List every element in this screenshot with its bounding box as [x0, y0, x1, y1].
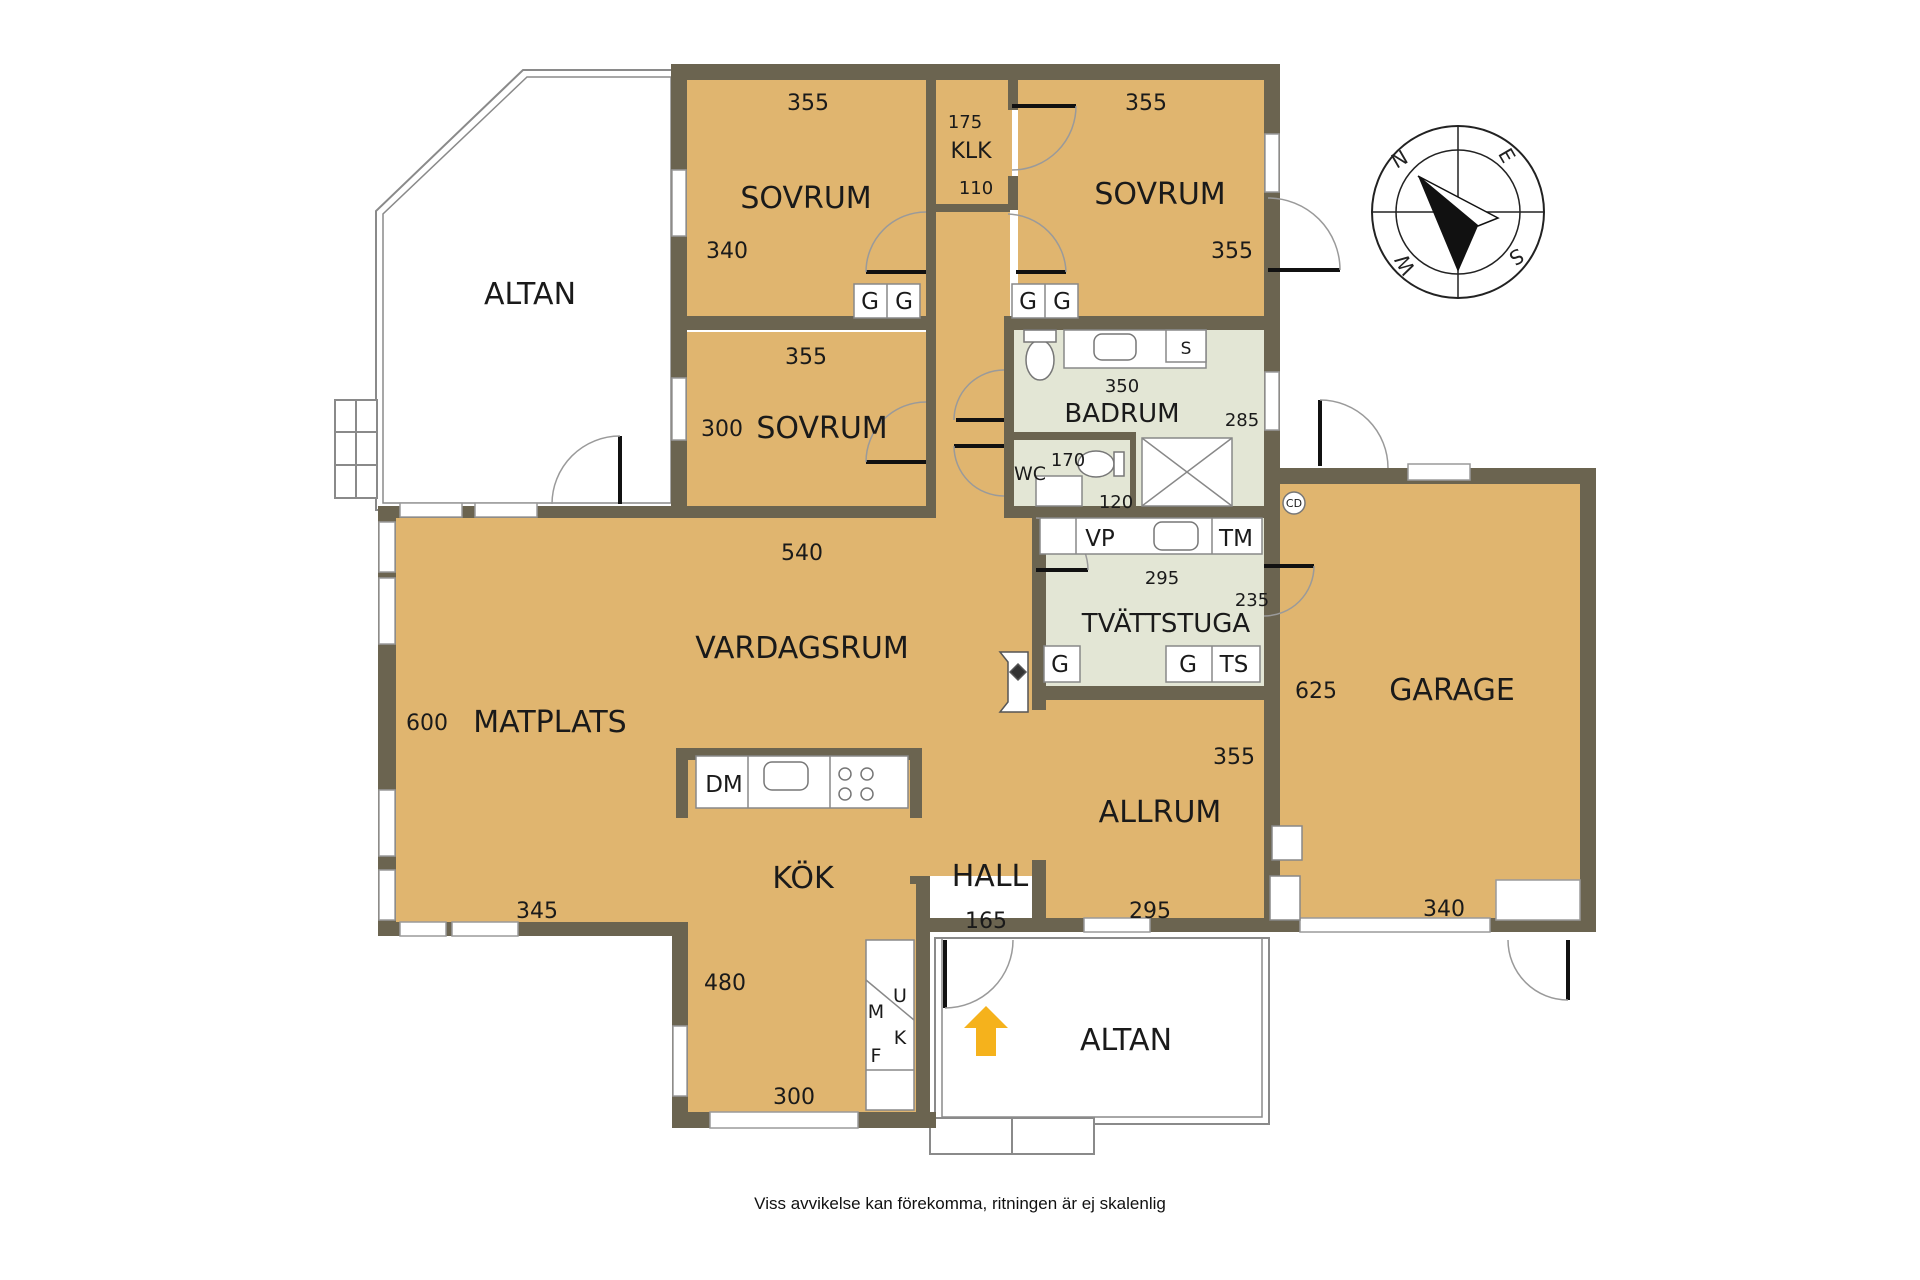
badrum-shelf: [1165, 329, 1207, 363]
kitchen-sink-icon: [763, 761, 809, 791]
fireplace-icon: [998, 651, 1029, 713]
tvatt-sink-icon: [1153, 521, 1199, 551]
entrance-arrow-icon: [964, 1006, 1008, 1056]
floor-klk: [934, 80, 1012, 204]
room-name-altan-left: ALTAN: [484, 277, 576, 312]
fixture-labels: G G G G S VP TM G G TS DM CD U M K F: [705, 289, 1302, 1067]
room-floors: [396, 80, 1592, 1112]
dimension-labels: 355 340 175 110 355 355 355 300 350 285 …: [406, 91, 1465, 1110]
dim-garage-side: 625: [1295, 679, 1337, 704]
wardrobe-label: G: [895, 289, 913, 315]
plumbing: [763, 329, 1306, 801]
floor-living-kitchen: [396, 518, 1266, 1112]
badrum-sink-icon: [1093, 333, 1137, 361]
vp-label: VP: [1085, 526, 1115, 552]
room-name-hall: HALL: [952, 859, 1029, 894]
cd-label: CD: [1286, 497, 1302, 510]
floor-sovrum-top-left: [686, 80, 928, 318]
wc-basin: [1035, 475, 1083, 507]
disclaimer-text: Viss avvikelse kan förekomma, ritningen …: [754, 1194, 1166, 1213]
kitchen-m-label: M: [868, 1001, 884, 1023]
wardrobe-label: G: [1051, 652, 1069, 678]
room-name-sovrum-top-left: SOVRUM: [740, 181, 871, 216]
door-arcs: [551, 105, 1569, 1009]
room-name-allrum: ALLRUM: [1099, 795, 1222, 830]
garage-sink: [1271, 825, 1303, 861]
sink-label: S: [1181, 339, 1192, 359]
room-name-matplats: MATPLATS: [473, 705, 626, 740]
wardrobe-label: G: [861, 289, 879, 315]
floor-sovrum-top-right: [1018, 80, 1266, 318]
dim-allrum-side: 355: [1213, 745, 1255, 770]
dim-badrum-side: 285: [1225, 410, 1259, 431]
kitchen-u-label: U: [893, 985, 907, 1007]
dim-sovrum-top-left-side: 340: [706, 239, 748, 264]
fixtures: [695, 283, 1303, 1111]
tvatt-wardrobe-left: [1043, 645, 1081, 683]
garage-corner-entry: [1495, 879, 1581, 921]
cd-icon: [1282, 491, 1306, 515]
toilet-icon: [1025, 339, 1055, 381]
windows: [378, 133, 1491, 1129]
doors: [618, 104, 1570, 1008]
dim-allrum-bottom: 295: [1129, 899, 1171, 924]
room-name-garage: GARAGE: [1389, 673, 1515, 708]
dim-klk-top: 175: [948, 112, 982, 133]
dim-matplats-side: 600: [406, 711, 448, 736]
hob-icon: [838, 767, 852, 781]
dim-badrum-top: 350: [1105, 376, 1139, 397]
dim-sovrum-middle-side: 300: [701, 417, 743, 442]
dim-kok-bottom: 300: [773, 1085, 815, 1110]
dim-sovrum-top-left-top: 355: [787, 91, 829, 116]
room-labels: SOVRUM KLK SOVRUM SOVRUM BADRUM WC TVÄTT…: [473, 139, 1515, 1058]
room-name-sovrum-middle: SOVRUM: [756, 411, 887, 446]
dim-wc-top: 170: [1051, 450, 1085, 471]
dm-label: DM: [705, 772, 743, 798]
kitchen-f-label: F: [871, 1045, 882, 1067]
wardrobe-label: G: [1179, 652, 1197, 678]
dim-vardagsrum-top: 540: [781, 541, 823, 566]
dim-matplats-bottom: 345: [516, 899, 558, 924]
dim-hall-bottom: 165: [965, 909, 1007, 934]
kitchen-k-label: K: [894, 1027, 907, 1049]
wardrobe-label: G: [1053, 289, 1071, 315]
dim-kok-side: 480: [704, 971, 746, 996]
tm-label: TM: [1218, 526, 1253, 552]
tvatt-counter: [1039, 517, 1263, 555]
dim-sovrum-top-right-top: 355: [1125, 91, 1167, 116]
wardrobe-label: G: [1019, 289, 1037, 315]
room-name-sovrum-top-right: SOVRUM: [1094, 177, 1225, 212]
altan-left-deck: [334, 69, 679, 511]
floor-corridor: [928, 208, 1010, 518]
dim-tvattstuga-side: 235: [1235, 590, 1269, 611]
dim-sovrum-top-right-side: 355: [1211, 239, 1253, 264]
room-name-wc: WC: [1014, 463, 1046, 485]
room-name-altan-bottom: ALTAN: [1080, 1023, 1172, 1058]
dim-tvattstuga-top: 295: [1145, 568, 1179, 589]
room-name-tvattstuga: TVÄTTSTUGA: [1081, 607, 1251, 639]
ts-label: TS: [1219, 652, 1249, 678]
kitchen-appliances: [865, 939, 915, 1111]
compass-icon: [1371, 125, 1545, 299]
room-name-badrum: BADRUM: [1064, 399, 1179, 429]
dim-wc-bottom: 120: [1099, 492, 1133, 513]
room-name-vardagsrum: VARDAGSRUM: [695, 631, 909, 666]
room-name-klk: KLK: [950, 139, 992, 164]
altan-bottom-deck: [929, 937, 1270, 1155]
dim-garage-bottom: 340: [1423, 897, 1465, 922]
room-name-kok: KÖK: [772, 860, 835, 896]
floor-sovrum-middle: [686, 332, 928, 510]
tvatt-wardrobe-right: [1165, 645, 1261, 683]
dim-klk-bottom: 110: [959, 178, 993, 199]
dim-sovrum-middle-top: 355: [785, 345, 827, 370]
garage-shower: [1269, 875, 1301, 921]
floor-garage: [1278, 484, 1592, 918]
